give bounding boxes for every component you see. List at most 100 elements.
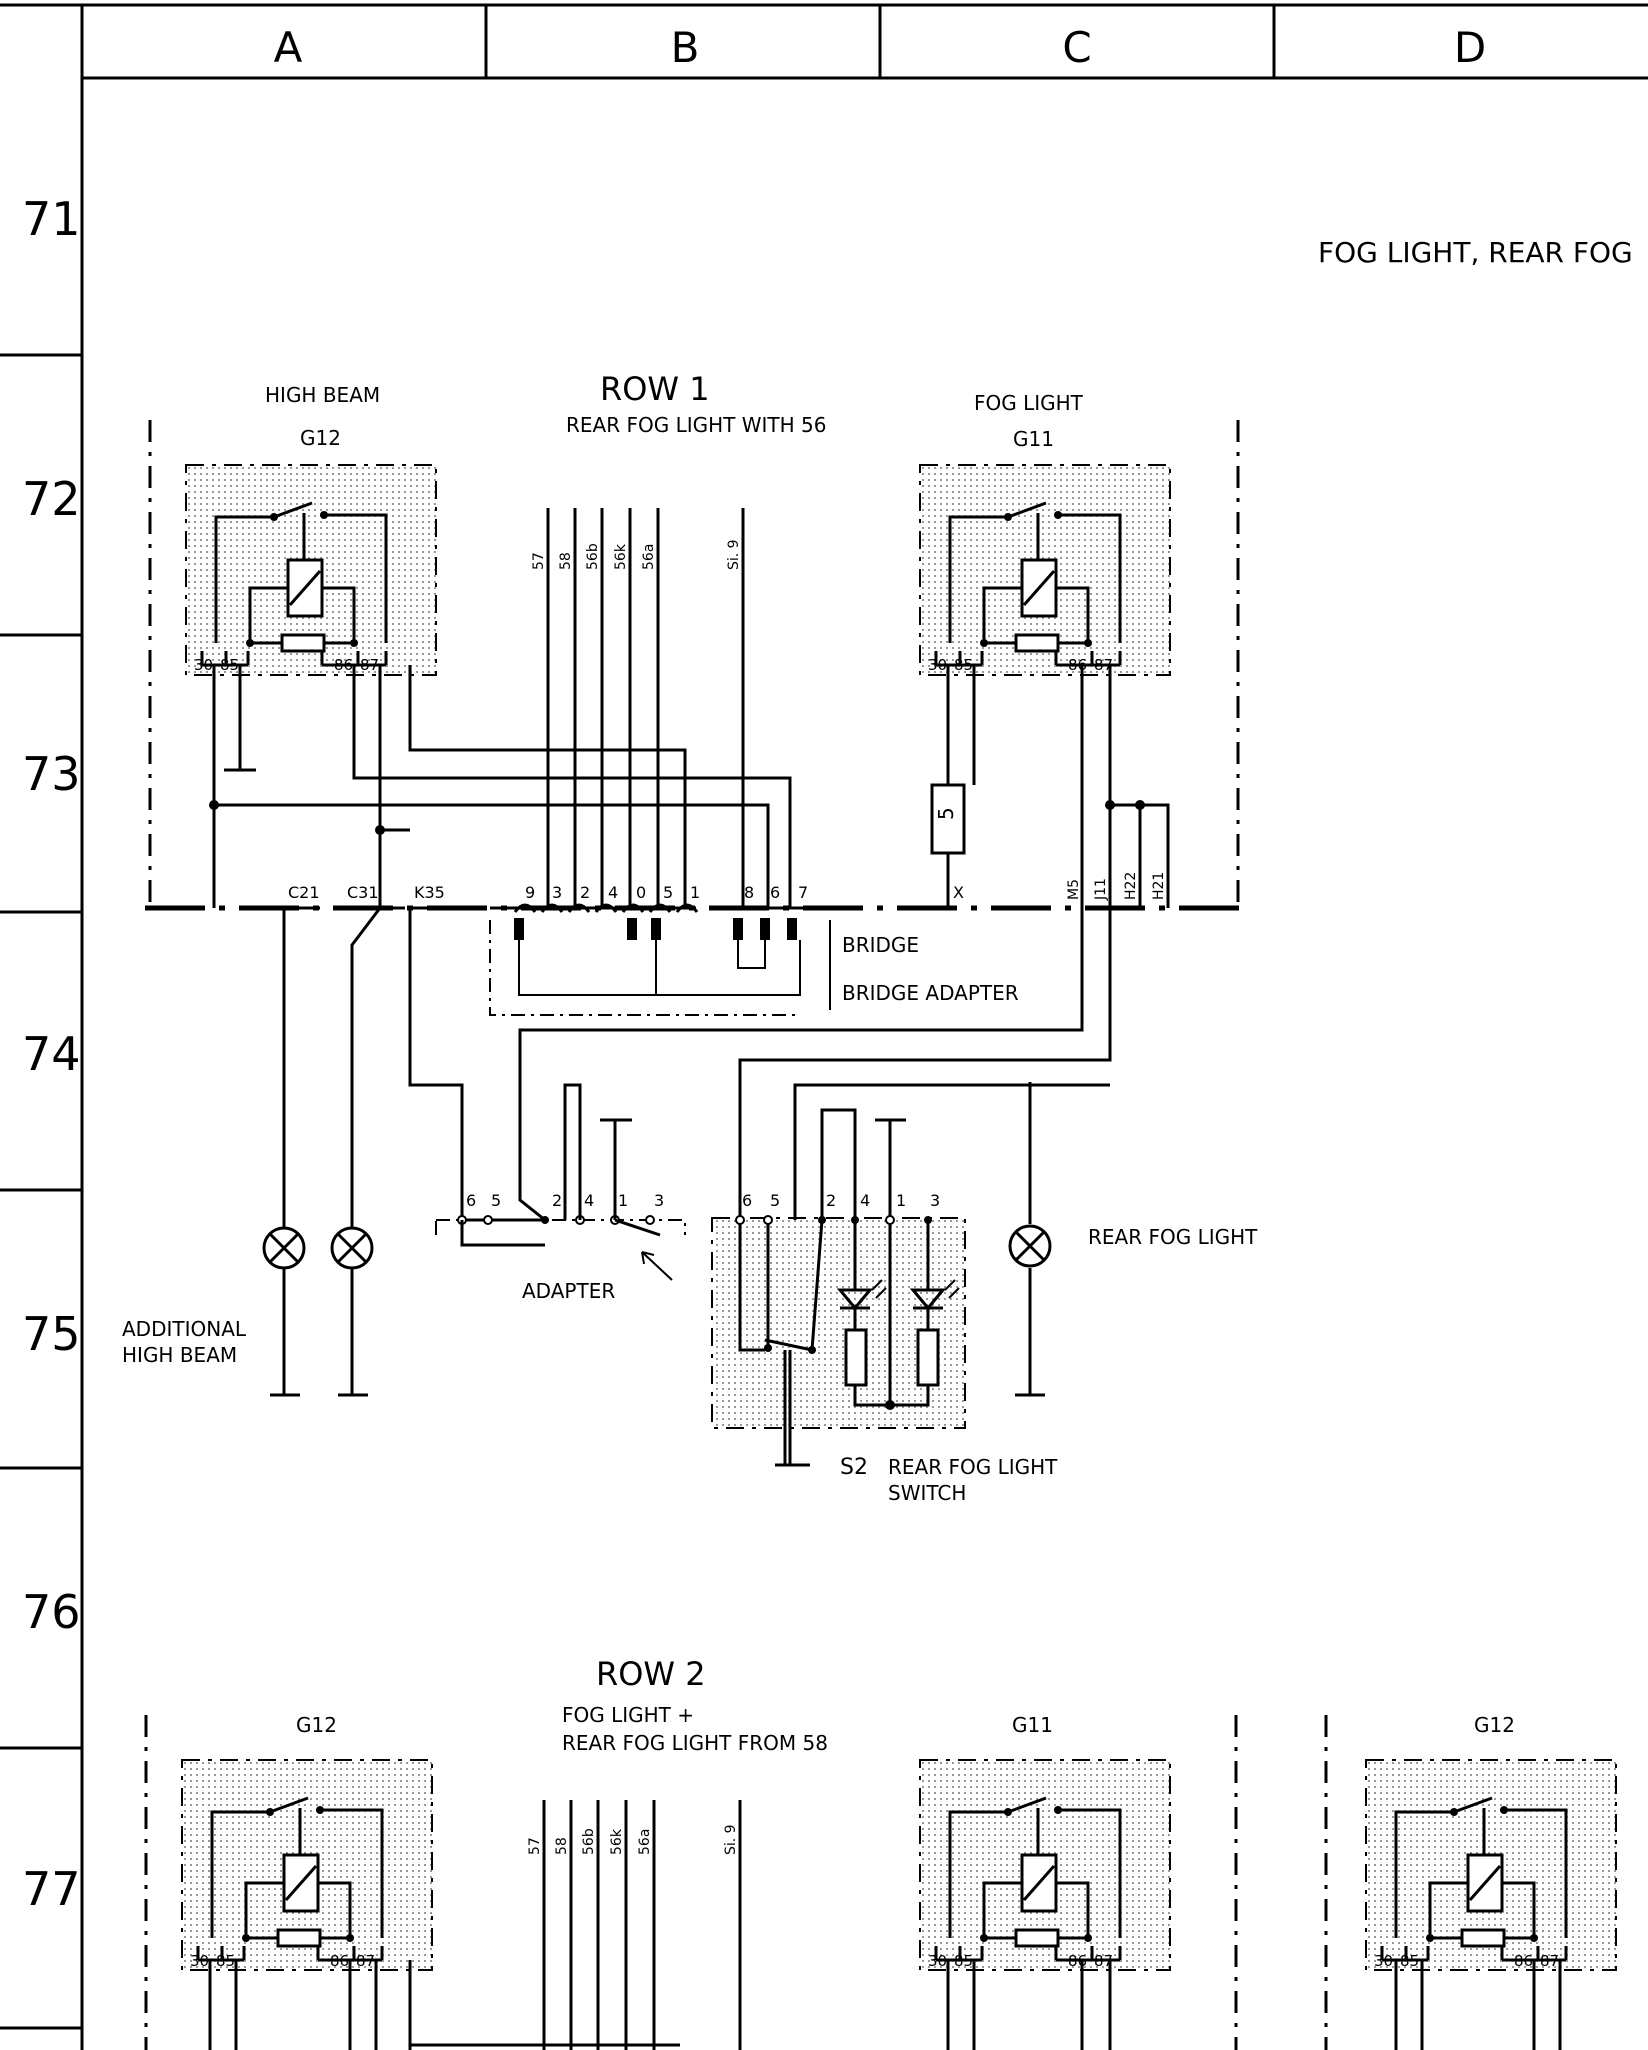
- row2-relay-d-pin-85: 85: [1400, 1952, 1419, 1970]
- additional-high-beam-label-2: HIGH BEAM: [122, 1343, 237, 1367]
- additional-high-beam-label-1: ADDITIONAL: [122, 1317, 247, 1341]
- fuse-label: 5: [934, 807, 958, 820]
- row2-si-wire-label: Si. 9: [723, 1824, 739, 1855]
- terminal-pin-9: 9: [525, 883, 535, 902]
- row2-relay-a-pin-87: 87: [356, 1952, 375, 1970]
- row2-bus-wire-58: 58: [554, 1837, 570, 1855]
- relay-high-beam-g12: [184, 463, 438, 677]
- column-header-b: B: [671, 23, 700, 72]
- row2-relay-d-pin-87: 87: [1540, 1952, 1559, 1970]
- relay-right-id: G11: [1013, 427, 1054, 451]
- additional-high-beam-lamp-1: [262, 1226, 306, 1270]
- relay-right-pin-86: 86: [1068, 656, 1087, 674]
- row-number-72: 72: [22, 472, 81, 526]
- row2-subheading-2: REAR FOG LIGHT FROM 58: [562, 1731, 828, 1755]
- terminal-pin-7: 7: [798, 883, 808, 902]
- row1-subheading: REAR FOG LIGHT WITH 56: [566, 413, 826, 437]
- row2-relay-a-pin-86: 86: [330, 1952, 349, 1970]
- row-number-75: 75: [22, 1307, 81, 1361]
- diagram-title: FOG LIGHT, REAR FOG: [1318, 236, 1633, 269]
- rear-fog-light-lamp: [1008, 1082, 1052, 1397]
- adapter-block: [435, 1083, 686, 1281]
- si-wire-label: Si. 9: [726, 539, 742, 570]
- row2-bus-wire-56k: 56k: [609, 1828, 625, 1855]
- relay-left-id: G12: [300, 426, 341, 450]
- terminal-pin-5: 5: [663, 883, 673, 902]
- switch-pin-6: 6: [742, 1191, 752, 1210]
- adapter-pin-6: 6: [466, 1191, 476, 1210]
- switch-pin-2: 2: [826, 1191, 836, 1210]
- relay-left-caption: HIGH BEAM: [265, 383, 380, 407]
- adapter-pin-5: 5: [491, 1191, 501, 1210]
- column-header-a: A: [274, 23, 303, 72]
- adapter-pin-3: 3: [654, 1191, 664, 1210]
- additional-high-beam-lamp-2: [330, 1226, 374, 1270]
- bus-wire-57: 57: [531, 552, 547, 570]
- adapter-pin-4: 4: [584, 1191, 594, 1210]
- row2-relay-d-id: G12: [1474, 1713, 1515, 1737]
- row-number-74: 74: [22, 1027, 81, 1081]
- rear-fog-light-label: REAR FOG LIGHT: [1088, 1225, 1258, 1249]
- adapter-pin-2: 2: [552, 1191, 562, 1210]
- terminal-pin-3: 3: [552, 883, 562, 902]
- row2-relay-c-pin-86: 86: [1068, 1952, 1087, 1970]
- column-header-d: D: [1454, 23, 1486, 72]
- switch-pin-3: 3: [930, 1191, 940, 1210]
- row2-relay-c-pin-85: 85: [954, 1952, 973, 1970]
- row2-relay-c-pin-87: 87: [1094, 1952, 1113, 1970]
- relay-right-pin-85: 85: [954, 656, 973, 674]
- bus-wire-56b: 56b: [585, 543, 601, 570]
- row-number-71: 71: [22, 192, 81, 246]
- terminal-pin-4: 4: [608, 883, 618, 902]
- terminal-pin-0: 0: [636, 883, 646, 902]
- row2-relay-a-id: G12: [296, 1713, 337, 1737]
- adapter-label: ADAPTER: [522, 1279, 615, 1303]
- row2-relay-d-pin-30: 30: [1374, 1952, 1393, 1970]
- row-number-76: 76: [22, 1585, 81, 1639]
- frame: [0, 3, 1648, 2050]
- lamp-wiring: [270, 907, 1112, 1397]
- connector-k35: K35: [414, 883, 445, 902]
- relay-left-pin-85: 85: [220, 656, 239, 674]
- row-number-73: 73: [22, 747, 81, 801]
- bridge-assembly: [489, 903, 831, 1016]
- bus-wire-56a: 56a: [641, 544, 657, 570]
- terminal-m5: M5: [1066, 879, 1082, 900]
- row2-relay-a-pin-30: 30: [190, 1952, 209, 1970]
- x-terminal: X: [953, 883, 964, 902]
- bridge-label: BRIDGE: [842, 933, 919, 957]
- rear-fog-light-switch-s2: [711, 1083, 1110, 1467]
- row2-relay-d-pin-86: 86: [1514, 1952, 1533, 1970]
- row2-bus-wire-57: 57: [527, 1837, 543, 1855]
- row2-relay-a-pin-85: 85: [216, 1952, 235, 1970]
- relay-right-pin-87: 87: [1094, 656, 1113, 674]
- terminal-pin-2: 2: [580, 883, 590, 902]
- switch-label-1: REAR FOG LIGHT: [888, 1455, 1058, 1479]
- terminal-h22: H22: [1123, 872, 1139, 900]
- relay-left-pin-86: 86: [334, 656, 353, 674]
- row2-relay-c-id: G11: [1012, 1713, 1053, 1737]
- terminal-pin-8: 8: [744, 883, 754, 902]
- relay-right-pin-30: 30: [928, 656, 947, 674]
- terminal-pin-1: 1: [690, 883, 700, 902]
- row1-wiring: [209, 665, 1170, 908]
- bridge-adapter-label: BRIDGE ADAPTER: [842, 981, 1019, 1005]
- row2-relay-g11-c: [918, 1758, 1172, 1972]
- switch-pin-1: 1: [896, 1191, 906, 1210]
- row2-bus-wires: [208, 1800, 1562, 2050]
- connector-c31: C31: [347, 883, 379, 902]
- row1-bus-wires: [546, 508, 745, 908]
- switch-pin-4: 4: [860, 1191, 870, 1210]
- relay-fog-light-g11: [918, 463, 1172, 677]
- row2-relay-g12-d: [1364, 1758, 1618, 1972]
- switch-pin-5: 5: [770, 1191, 780, 1210]
- terminal-j11: J11: [1093, 878, 1109, 901]
- bus-wire-56k: 56k: [613, 543, 629, 570]
- relay-right-caption: FOG LIGHT: [974, 391, 1084, 415]
- row-number-77: 77: [22, 1862, 81, 1916]
- row2-subheading-1: FOG LIGHT +: [562, 1703, 694, 1727]
- relay-left-pin-30: 30: [194, 656, 213, 674]
- row2-heading: ROW 2: [596, 1655, 706, 1693]
- connector-c21: C21: [288, 883, 320, 902]
